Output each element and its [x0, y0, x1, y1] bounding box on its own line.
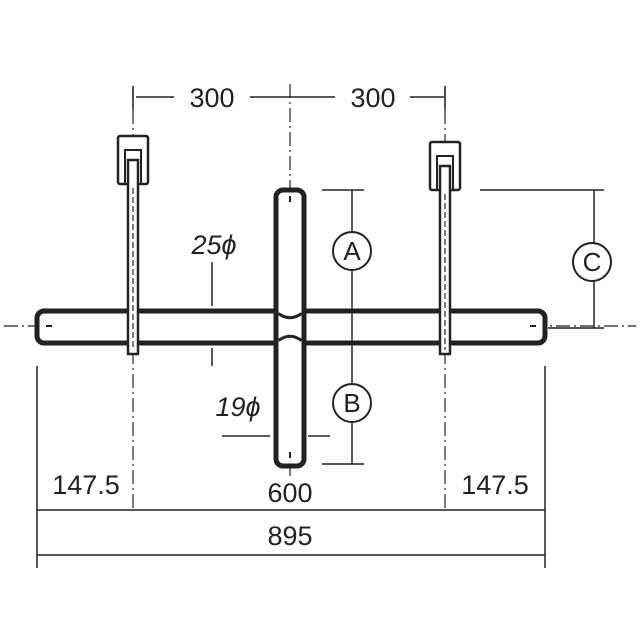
small-diameter-label: 19ϕ — [215, 392, 260, 422]
callout-c-circle: C — [572, 242, 612, 282]
top-spacing-dimension — [132, 86, 446, 110]
callout-a-circle: A — [332, 231, 372, 271]
center-lines — [4, 84, 636, 512]
a-b-dimension — [322, 189, 364, 465]
c-dimension — [480, 189, 604, 329]
right-overhang-label: 147.5 — [461, 470, 529, 500]
vertical-pipe — [273, 187, 307, 469]
left-hanger — [116, 134, 150, 356]
bottom-extension-lines — [36, 366, 546, 568]
top-right-spacing-label: 300 — [350, 83, 395, 113]
callout-b-circle: B — [332, 383, 372, 423]
right-hanger — [428, 140, 462, 356]
large-diameter-label: 25ϕ — [190, 230, 236, 260]
callout-c-label: C — [583, 247, 602, 277]
callout-a-label: A — [343, 236, 361, 266]
center-span-label: 600 — [267, 478, 312, 508]
callout-b-label: B — [343, 388, 360, 418]
left-overhang-label: 147.5 — [52, 470, 120, 500]
overall-length-label: 895 — [267, 521, 312, 551]
top-left-spacing-label: 300 — [189, 83, 234, 113]
